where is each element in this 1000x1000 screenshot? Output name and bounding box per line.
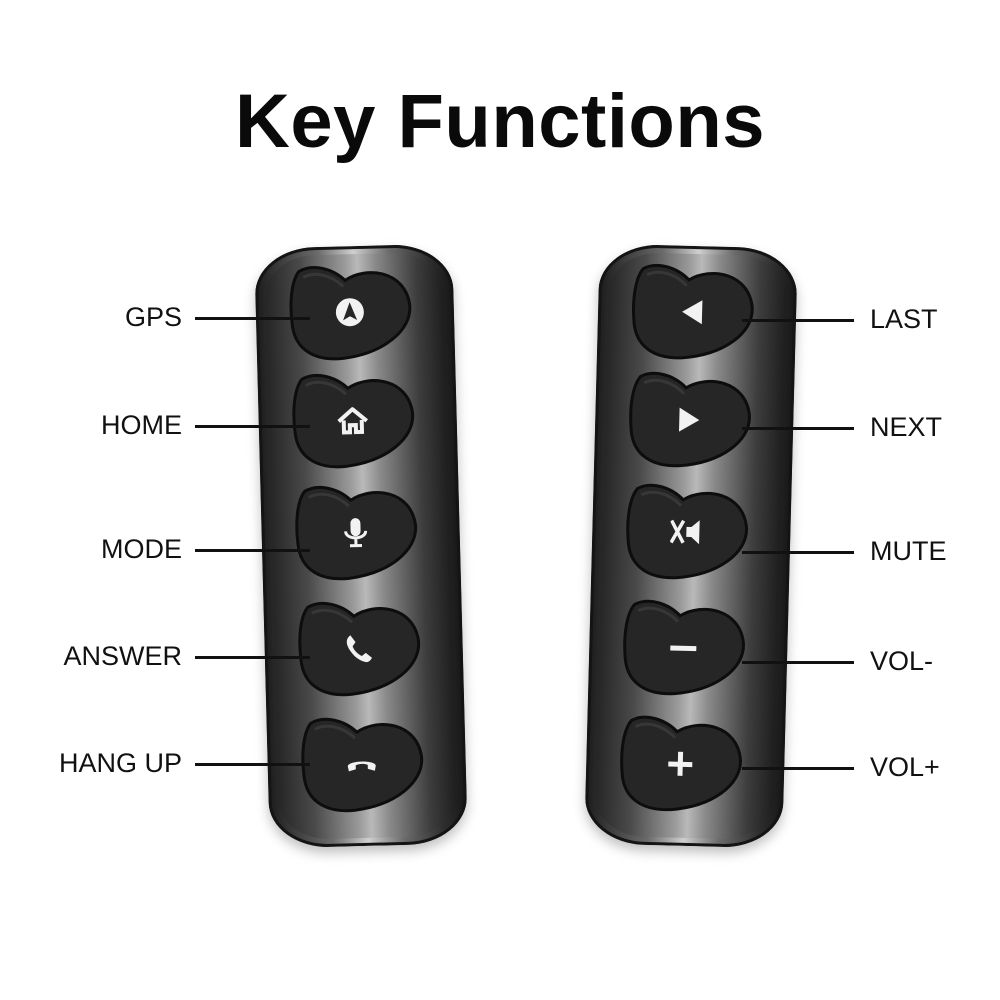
key-label: NEXT: [870, 412, 943, 442]
callout-line: [742, 427, 854, 430]
microphone-icon: [339, 516, 372, 549]
key-label: VOL+: [870, 752, 940, 782]
plus-icon: [664, 747, 697, 780]
right-remote: [584, 243, 798, 849]
key-answer-button[interactable]: [293, 596, 424, 699]
key-label: MUTE: [870, 536, 947, 566]
key-mode-button[interactable]: [290, 480, 421, 583]
minus-icon: [667, 631, 700, 664]
key-label: HANG UP: [58, 748, 182, 778]
key-gps-button[interactable]: [285, 261, 416, 364]
mute-speaker-icon: [669, 515, 703, 548]
callout-line: [195, 763, 310, 766]
phone-answer-icon: [342, 632, 375, 665]
phone-hangup-icon: [345, 748, 378, 781]
key-label: HOME: [101, 410, 182, 440]
callout-line: [195, 549, 310, 552]
key-hang-up-button[interactable]: [296, 712, 427, 815]
left-remote: [254, 243, 468, 849]
key-vol--button[interactable]: [618, 596, 749, 699]
key-label: ANSWER: [63, 641, 182, 671]
triangle-right-icon: [673, 403, 706, 436]
home-icon: [336, 404, 369, 437]
callout-line: [742, 661, 854, 664]
triangle-left-icon: [676, 296, 709, 329]
callout-line: [195, 425, 310, 428]
key-mute-button[interactable]: [621, 480, 752, 583]
callout-line: [742, 319, 854, 322]
navigation-arrow-icon: [333, 296, 366, 329]
key-next-button[interactable]: [624, 368, 755, 471]
key-vol--button[interactable]: [615, 712, 746, 815]
callout-line: [742, 767, 854, 770]
callout-line: [742, 551, 854, 554]
callout-line: [195, 656, 310, 659]
callout-line: [195, 317, 310, 320]
key-label: GPS: [124, 302, 182, 332]
key-label: MODE: [101, 534, 182, 564]
key-label: VOL-: [870, 646, 934, 676]
key-last-button[interactable]: [627, 260, 758, 363]
page-title: Key Functions: [234, 79, 766, 164]
key-label: LAST: [870, 304, 938, 334]
key-home-button[interactable]: [287, 369, 418, 472]
